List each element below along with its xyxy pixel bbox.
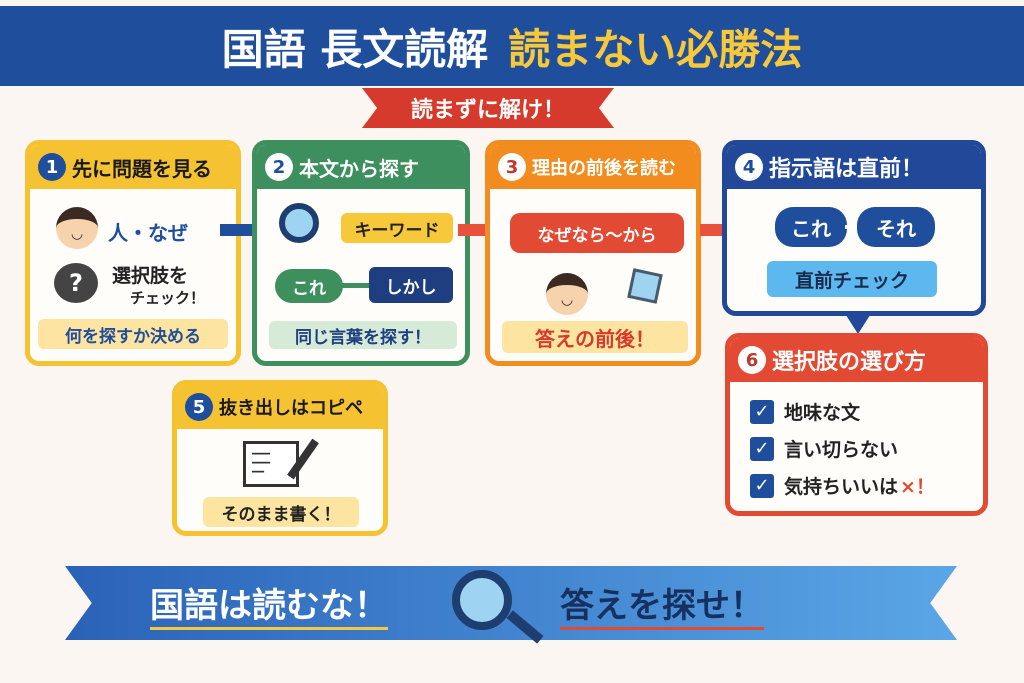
step-note: 直前チェック	[767, 261, 937, 297]
arrow-right-icon	[220, 216, 270, 244]
step-title: 本文から探す	[299, 156, 419, 181]
bottom-right-text: 答えを探せ！	[560, 578, 764, 630]
step-note: 同じ言葉を探す！	[269, 321, 457, 349]
step-5-card: 5 抜き出しはコピペ ━━━━━━━━ そのまま書く！	[172, 380, 388, 536]
person-icon: ◡	[546, 273, 588, 315]
connector	[341, 283, 371, 288]
paper-icon	[627, 268, 663, 304]
step-note: そのまま書く！	[203, 497, 359, 527]
title-accent: 読まない必勝法	[508, 24, 803, 74]
step-3-header: 3 理由の前後を読む	[490, 145, 696, 189]
check-label: 気持ちいいは	[784, 476, 899, 498]
keyword-tag: キーワード	[341, 213, 453, 243]
arrow-down-icon	[844, 312, 872, 334]
step-number: 4	[735, 153, 763, 181]
checkbox-icon: ✓	[750, 399, 774, 424]
magnifier-icon	[279, 203, 319, 243]
step-title: 先に問題を見る	[72, 156, 212, 181]
step-number: 2	[265, 153, 293, 181]
step-title: 理由の前後を読む	[532, 158, 676, 179]
document-pen-icon: ━━━━━━━━	[243, 441, 299, 487]
bottom-left-text: 国語は読むな！	[150, 578, 388, 630]
step-note: 何を探すか決める	[38, 319, 228, 349]
step-title: 抜き出しはコピペ	[219, 398, 363, 419]
check-item: ✓ 地味な文	[750, 398, 983, 425]
step-number: 3	[498, 153, 526, 181]
ribbon: 読まずに解け！	[362, 88, 614, 128]
title-main: 国語 長文読解	[221, 24, 489, 74]
step-title: 選択肢の選び方	[772, 350, 927, 375]
checkbox-icon: ✓	[750, 436, 774, 461]
step-number: 6	[738, 346, 766, 374]
step-number: 5	[185, 393, 213, 421]
tag-sore: それ	[857, 207, 935, 247]
step-text: チェック！	[130, 289, 206, 307]
tag-kore: これ	[275, 269, 343, 303]
check-item: ✓ 言い切らない	[750, 435, 983, 462]
step-number: 1	[38, 153, 66, 181]
step-title: 指示語は直前！	[769, 157, 924, 182]
step-5-header: 5 抜き出しはコピペ	[177, 385, 383, 429]
arrow-right-icon	[458, 216, 502, 244]
check-label: 言い切らない	[784, 439, 899, 461]
step-text: 選択肢を	[112, 265, 189, 287]
title-banner: 国語 長文読解 読まない必勝法	[0, 6, 1024, 86]
check-item: ✓ 気持ちいいは×！	[750, 472, 983, 499]
tag-shikashi: しかし	[369, 267, 453, 303]
dash	[845, 225, 859, 229]
step-note: 答えの前後！	[502, 321, 688, 353]
check-label: 地味な文	[784, 402, 861, 424]
person-icon: ◡	[56, 207, 98, 249]
step-3-card: 3 理由の前後を読む なぜなら～から ◡ 答えの前後！	[485, 140, 701, 366]
speech-bubble: なぜなら～から	[510, 213, 684, 253]
cross-mark: ×！	[900, 476, 935, 498]
magnifier-icon	[452, 570, 512, 630]
step-text: 人・なぜ	[108, 221, 188, 245]
checkbox-icon: ✓	[750, 473, 774, 498]
tag-kore: これ	[775, 207, 847, 247]
question-icon: ?	[54, 263, 98, 303]
